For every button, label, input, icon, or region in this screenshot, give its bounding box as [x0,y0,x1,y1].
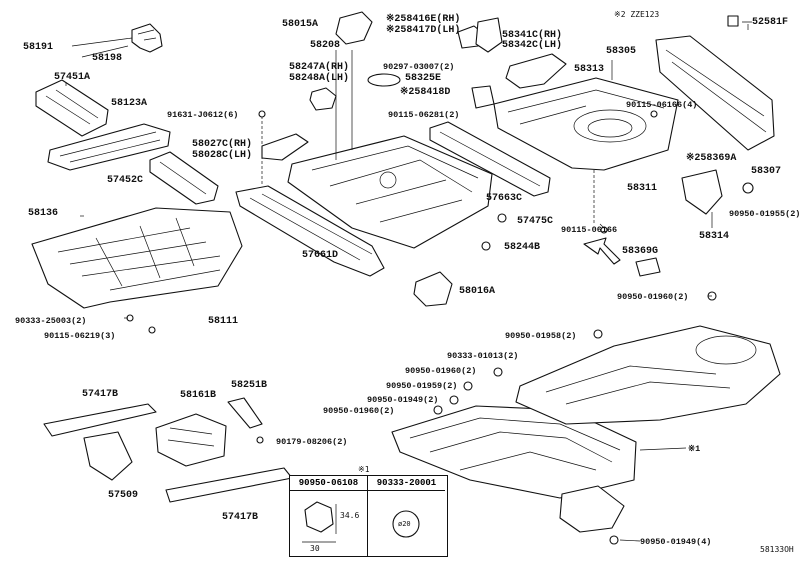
part-label-58418D: ※258418D [400,87,451,98]
lower-floor-assembly [391,325,781,533]
part-label-58311: 58311 [627,183,658,194]
part-58313 [505,53,567,89]
part-58325E [367,73,401,87]
part-label-58027C: 58027C(RH) [192,139,253,150]
part-label-58369A: ※258369A [686,153,737,164]
part-58027C [261,133,309,161]
part-label-58251B: 58251B [231,380,268,391]
part-label-58136: 58136 [28,208,59,219]
part-label-58314: 58314 [699,231,730,242]
part-label-58198: 58198 [92,53,123,64]
hex-nut-icon [302,501,337,543]
part-label-58342C: 58342C(LH) [502,40,563,51]
part-label-58247A: 58247A(RH) [289,62,350,73]
part-label-90115_2: 90115-06281(2) [388,110,460,120]
part-label-58161B: 58161B [180,390,217,401]
part-label-57452C: 57452C [107,175,144,186]
part-label-58341C: 58341C(RH) [502,30,563,41]
part-label-90950_1949a: 90950-01949(2) [367,395,439,405]
part-58016A [413,271,453,307]
part-label-58015A: 58015A [282,19,319,30]
part-52581F [655,35,775,151]
part-label-58369G: 58369G [622,246,659,257]
part-58123A [47,123,171,171]
fastener-marks-lower [256,329,619,545]
part-label-57509: 57509 [108,490,139,501]
part-58369G [635,257,661,277]
part-label-58016A: 58016A [459,286,496,297]
part-label-58111: 58111 [208,316,239,327]
part-58418D [471,85,495,109]
part-label-90950_2: 90950-01955(2) [729,209,801,219]
part-label-58208: 58208 [310,40,341,51]
part-label-58191: 58191 [23,42,54,53]
part-label-57451A: 57451A [54,72,91,83]
part-label-58028C: 58028C(LH) [192,150,253,161]
part-label-52581F: 52581F [752,17,789,28]
part-label-90297: 90297-03007(2) [383,62,455,72]
part-label-90950_1960a: 90950-01960(2) [617,292,689,302]
part-label-90333_01013: 90333-01013(2) [447,351,519,361]
part-label-90950_1960c: 90950-01960(2) [323,406,395,416]
part-58208 [287,135,493,249]
part-label-58417D: ※258417D(LH) [386,25,461,36]
part-label-58416E: ※258416E(RH) [386,14,461,25]
part-label-90115_6166: 90115-06166 [561,225,618,235]
part-label-58307: 58307 [751,166,782,177]
part-label-90950_1960b: 90950-01960(2) [405,366,477,376]
part-58314 [681,169,723,215]
part-label-90950_1959: 90950-01959(2) [386,381,458,391]
round-plug-icon [392,510,420,538]
part-label-57661D: 57661D [302,250,339,261]
part-58161B [155,413,227,467]
part-58311 [493,77,679,171]
legend-mark: ※1 [358,465,370,474]
part-label-90179: 90179-08206(2) [276,437,348,447]
part-57663C [429,121,551,197]
diagram-code: 58133OH [760,545,794,554]
part-57451A [35,79,109,137]
part-57417B-top [43,403,157,437]
part-label-90950_1958: 90950-01958(2) [505,331,577,341]
part-label-90333_2: 90333-25003(2) [15,316,87,326]
part-label-star1_r: ※1 [688,444,701,454]
model-note: ※2 ZZE123 [614,10,660,19]
part-label-57475C: 57475C [517,216,554,227]
part-58111 [31,207,243,309]
fastener-legend-table: 90950-06108 34.6 30 90333-20001 ø20 [289,475,448,557]
part-label-58244B: 58244B [504,242,541,253]
part-58341C [475,17,503,53]
part-58191 [131,23,163,53]
part-58015A [335,11,373,45]
part-label-58313: 58313 [574,64,605,75]
part-label-58305: 58305 [606,46,637,57]
part-label-57417B_bot: 57417B [222,512,259,523]
part-label-58325E: 58325E [405,73,442,84]
part-label-90115_4: 90115-06166(4) [626,100,698,110]
part-label-91631: 91631-J0612(6) [167,110,239,120]
part-label-58248A: 58248A(LH) [289,73,350,84]
part-58247A [309,87,337,111]
part-57417B-bottom [165,467,293,503]
legend-right-part: 90333-20001 [368,476,445,491]
part-label-90115_3: 90115-06219(3) [44,331,116,341]
part-label-57663C: 57663C [486,193,523,204]
part-58251B [227,397,263,429]
legend-height-dim: 34.6 [340,511,360,520]
part-57509 [83,431,133,481]
fastener-marks-upper [126,110,717,334]
legend-width-dim: 30 [310,544,320,553]
legend-left-part: 90950-06108 [290,476,367,491]
part-label-58123A: 58123A [111,98,148,109]
part-57661D [235,185,385,277]
part-label-57417B_top: 57417B [82,389,119,400]
legend-dia-dim: ø20 [398,520,411,528]
part-57452C [149,151,219,205]
part-label-90950_1949b: 90950-01949(4) [640,537,712,547]
